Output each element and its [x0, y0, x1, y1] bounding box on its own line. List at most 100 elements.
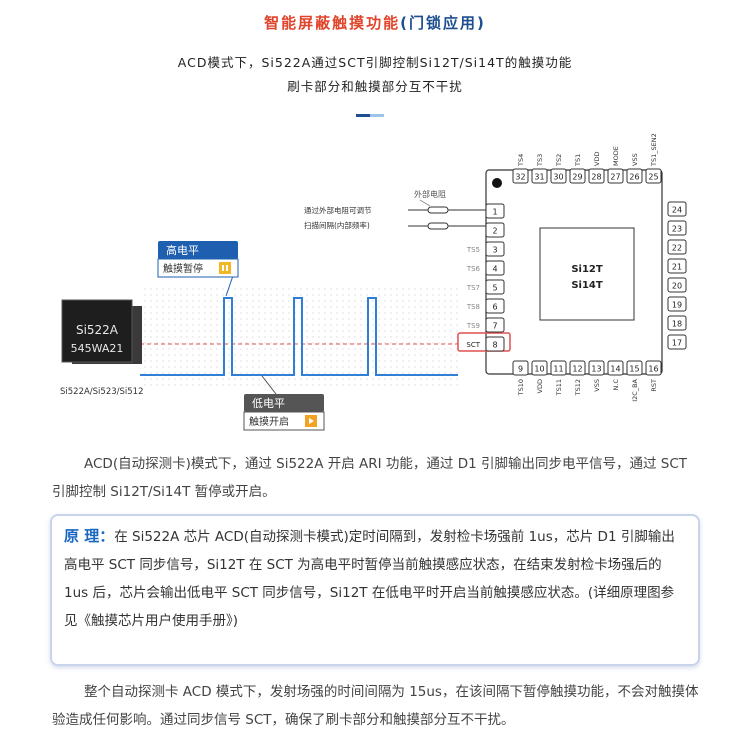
paragraph-acd: ACD(自动探测卡)模式下，通过 Si522A 开启 ARI 功能，通过 D1 … — [52, 456, 688, 500]
left-pin-number: 2 — [492, 227, 497, 236]
left-chip-line2: 545WA21 — [71, 342, 124, 355]
left-pin-name: TS6 — [466, 265, 481, 273]
low-level-label: 低电平 触摸开启 — [243, 375, 325, 431]
pin-group: 32TS431TS330TS229TS128VDD27MODE26VSS25TS… — [466, 133, 687, 402]
top-pin-number: 28 — [591, 173, 601, 182]
top-pin-name: MODE — [612, 146, 620, 166]
bottom-pin-number: 16 — [648, 365, 658, 374]
high-level-label: 高电平 触摸暂停 — [157, 241, 239, 297]
low-level-subtitle: 触摸开启 — [249, 415, 289, 428]
left-pin-number: 6 — [492, 303, 497, 312]
top-pin-number: 32 — [515, 173, 525, 182]
right-pin-number: 21 — [672, 263, 682, 272]
title-main: 智能屏蔽触摸功能 — [264, 14, 401, 32]
right-pin-box — [667, 315, 687, 331]
left-pin-number: 1 — [492, 208, 497, 217]
left-pin-name: SCT — [466, 341, 480, 349]
pin2-resistor — [427, 222, 449, 230]
bottom-pin-name: I2C_BA — [631, 378, 639, 401]
adjust-note: 通过外部电阻可调节 — [304, 205, 372, 215]
bottom-pin-box — [626, 360, 643, 376]
sct-highlight — [457, 332, 511, 352]
principle-text-block: 原 理：在 Si522A 芯片 ACD(自动探测卡模式)定时间隔到，发射检卡场强… — [64, 522, 686, 635]
right-pin-number: 18 — [672, 320, 682, 329]
bottom-pin-box — [550, 360, 567, 376]
bottom-pin-name: RST — [650, 379, 658, 392]
top-pin-box — [531, 168, 548, 184]
left-pin-box — [485, 317, 505, 333]
left-chip-line1: Si522A — [76, 323, 119, 337]
right-pin-number: 20 — [672, 282, 682, 291]
bottom-pin-number: 11 — [553, 365, 563, 374]
bottom-pin-name: TS11 — [555, 379, 563, 396]
bottom-pin-number: 12 — [572, 365, 582, 374]
top-pin-box — [645, 168, 662, 184]
title-paren: (门锁应用) — [400, 14, 486, 32]
bottom-pin-box — [607, 360, 624, 376]
subtitle-line-1: ACD模式下，Si522A通过SCT引脚控制Si12T/Si14T的触摸功能 — [177, 55, 573, 70]
top-pin-number: 25 — [648, 173, 658, 182]
play-icon — [305, 415, 317, 427]
bottom-pin-box — [569, 360, 586, 376]
top-pin-box — [588, 168, 605, 184]
right-pin-number: 19 — [672, 301, 682, 310]
right-pin-number: 23 — [672, 225, 682, 234]
left-pin-name: TS8 — [466, 303, 480, 311]
left-pin-box — [485, 241, 505, 257]
bottom-pin-box — [588, 360, 605, 376]
bottom-pin-name: TS12 — [574, 379, 582, 396]
principle-label: 原 理： — [64, 527, 115, 545]
high-level-title: 高电平 — [166, 243, 199, 257]
touch-shield-diagram: Si522A 545WA21 Si522A/Si523/Si512 高电平 触摸… — [60, 133, 687, 431]
top-pin-name: TS2 — [555, 154, 563, 167]
top-pin-number: 29 — [572, 173, 582, 182]
top-pin-name: VSS — [631, 153, 639, 166]
right-pin-box — [667, 201, 687, 217]
waveform-grid — [140, 288, 458, 388]
paragraph-summary: 整个自动探测卡 ACD 模式下，发射场强的时间间隔为 15us，在该间隔下暂停触… — [52, 684, 699, 728]
left-pin-box — [485, 336, 505, 352]
right-pin-box — [667, 277, 687, 293]
sct-waveform — [140, 297, 458, 376]
left-pin-number: 4 — [492, 265, 497, 274]
top-pin-name: VDD — [593, 152, 601, 166]
left-chip-caption: Si522A/Si523/Si512 — [60, 387, 144, 397]
subtitle-line-2: 刷卡部分和触摸部分互不干扰 — [287, 79, 463, 94]
low-level-title: 低电平 — [252, 397, 285, 410]
pause-icon — [219, 262, 231, 274]
low-level-pointer — [261, 375, 277, 395]
top-pin-box — [569, 168, 586, 184]
bottom-pin-name: TS10 — [517, 379, 525, 396]
left-pin-box — [485, 279, 505, 295]
principle-box — [50, 514, 700, 666]
si522a-chip: Si522A 545WA21 — [61, 299, 142, 364]
left-pin-name: TS5 — [466, 246, 480, 254]
bottom-pin-name: VDD — [536, 379, 544, 393]
top-pin-name: TS4 — [517, 154, 525, 167]
left-pin-name: TS9 — [466, 322, 480, 330]
pin1-resistor — [427, 206, 449, 214]
bottom-pin-number: 9 — [518, 365, 523, 374]
bottom-pin-box — [531, 360, 548, 376]
top-pin-name: TS1 — [574, 154, 582, 167]
top-pin-box — [550, 168, 567, 184]
title-underline — [356, 102, 384, 117]
page-title: 智能屏蔽触摸功能(门锁应用) — [0, 12, 750, 33]
top-pin-name: TS1_SEN2 — [650, 133, 658, 167]
right-pin-box — [667, 296, 687, 312]
left-pin-box — [485, 203, 505, 219]
bottom-pin-box — [645, 360, 662, 376]
right-pin-number: 24 — [672, 206, 682, 215]
external-resistor-pointer — [419, 199, 431, 207]
right-pin-box — [667, 334, 687, 350]
bottom-pin-name: N.C — [612, 379, 620, 391]
left-pin-number: 7 — [492, 322, 497, 331]
external-resistor-label: 外部电阻 — [414, 189, 446, 199]
bottom-pin-number: 10 — [534, 365, 544, 374]
left-pin-box — [485, 222, 505, 238]
scan-note: 扫描间隔(内部频率) — [304, 220, 370, 230]
si12t-chip: Si12T Si14T — [485, 169, 663, 375]
left-pin-box — [485, 260, 505, 276]
pin1-marker — [492, 178, 502, 188]
left-pin-name: TS7 — [466, 284, 480, 292]
